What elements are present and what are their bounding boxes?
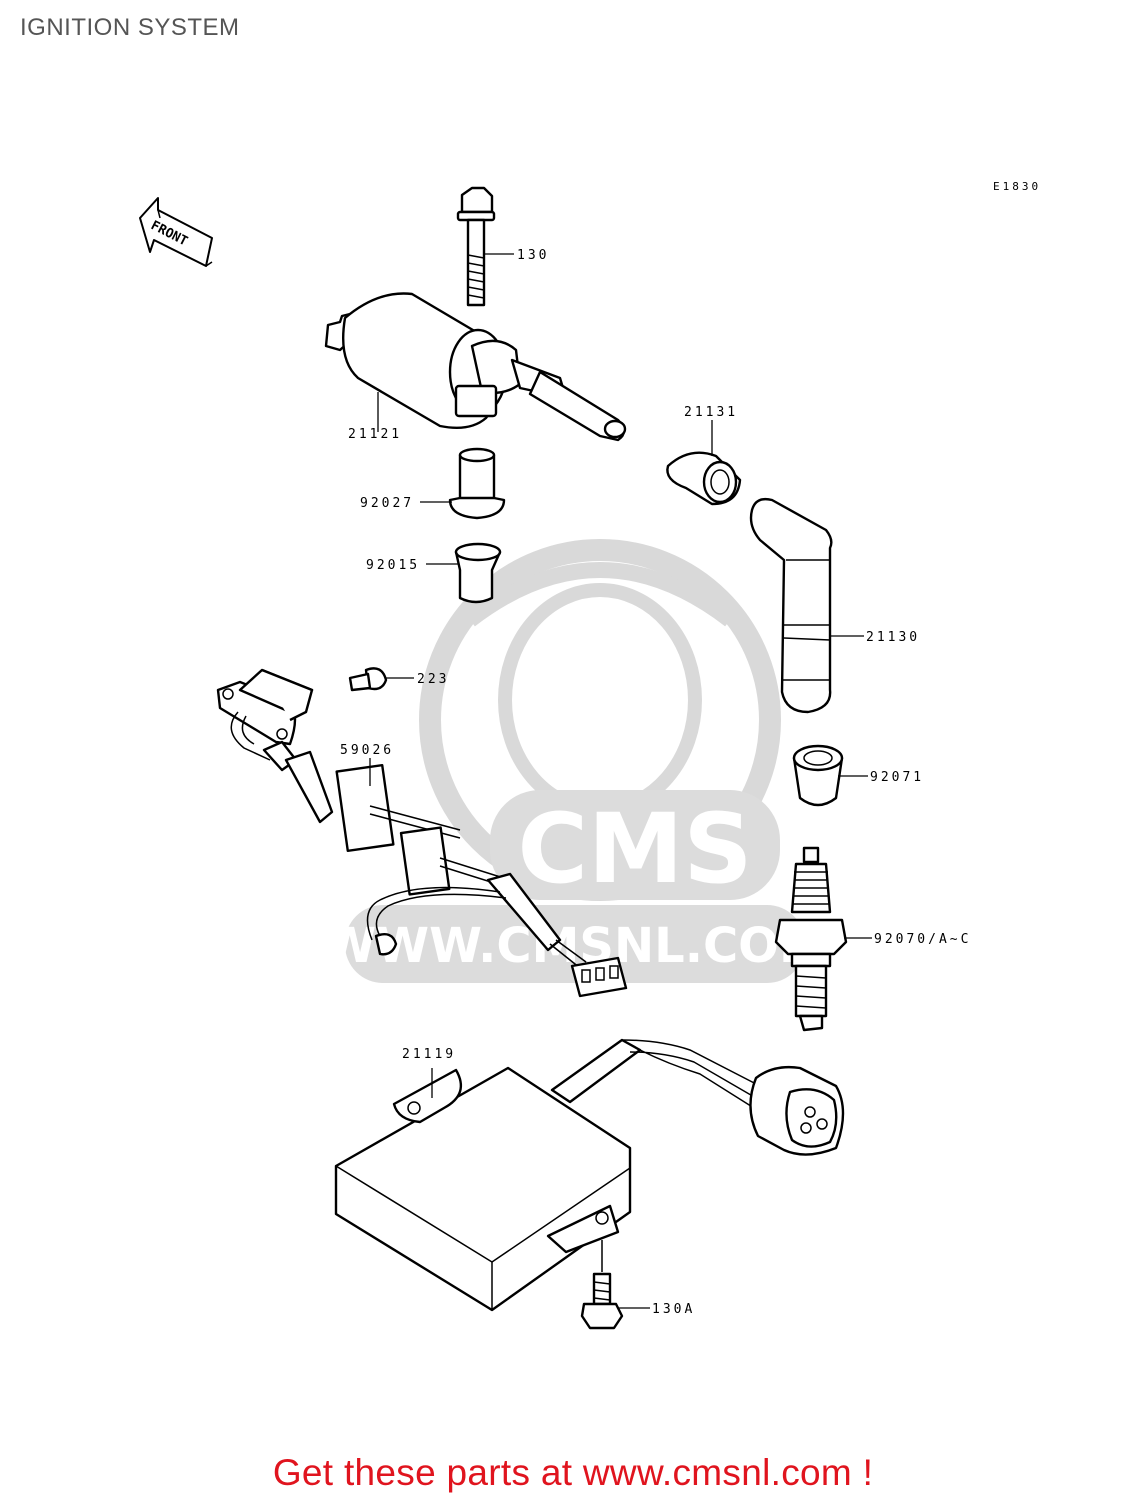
part-130A-bolt xyxy=(580,1240,624,1330)
page-title: IGNITION SYSTEM xyxy=(20,14,240,41)
part-label-223: 223 xyxy=(417,672,449,687)
part-92015-bushing xyxy=(454,542,502,604)
part-92027-collar xyxy=(448,447,506,520)
part-21130-plug-cap xyxy=(749,497,833,714)
diagram-code: E1830 xyxy=(993,180,1041,193)
part-label-92015: 92015 xyxy=(366,558,420,573)
part-21131-cap xyxy=(666,451,742,506)
watermark: CMS WWW.CMSNL.COM xyxy=(323,539,827,983)
watermark-brand: CMS xyxy=(517,793,752,905)
part-21121-ignition-coil xyxy=(324,292,627,442)
part-label-92071: 92071 xyxy=(870,770,924,785)
part-label-59026: 59026 xyxy=(340,743,394,758)
part-label-21119: 21119 xyxy=(402,1047,456,1062)
footer-link[interactable]: Get these parts at www.cmsnl.com ! xyxy=(272,1452,874,1493)
part-92070-spark-plug xyxy=(774,846,848,1032)
part-label-21130: 21130 xyxy=(866,630,920,645)
part-130-bolt xyxy=(456,186,496,307)
front-arrow-icon: FRONT xyxy=(139,197,213,267)
part-label-21121: 21121 xyxy=(348,427,402,442)
part-92071-boot xyxy=(792,744,844,807)
part-label-130: 130 xyxy=(517,248,549,263)
part-label-92027: 92027 xyxy=(360,496,414,511)
part-59026-pickup-coil xyxy=(216,668,628,998)
part-21119-igniter xyxy=(334,1038,845,1312)
part-223-screw xyxy=(348,667,388,692)
part-label-92070: 92070/A~C xyxy=(874,932,971,947)
part-label-130A: 130A xyxy=(652,1302,695,1317)
part-label-21131: 21131 xyxy=(684,405,738,420)
